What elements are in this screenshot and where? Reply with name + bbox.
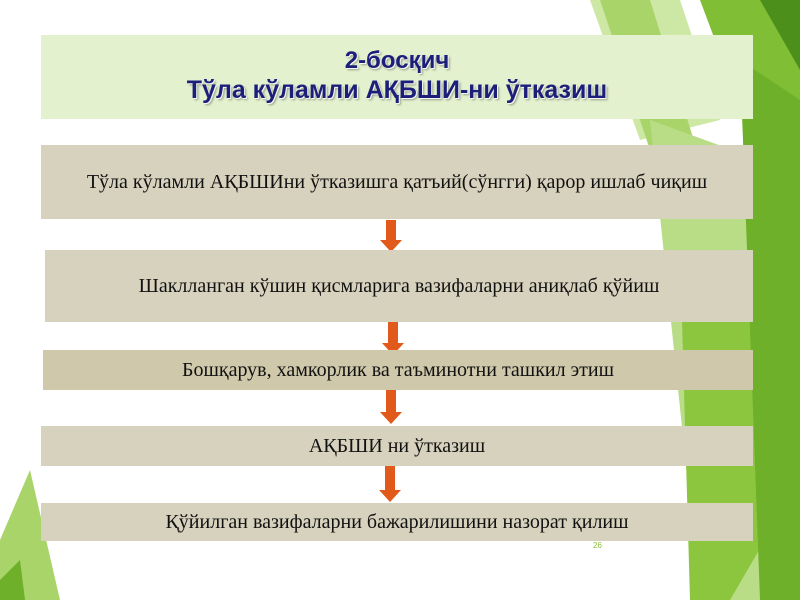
- arrow-1-icon: [380, 220, 402, 252]
- arrow-4-icon: [379, 466, 401, 502]
- step-1-box: Тўла кўламли АҚБШИни ўтказишга қатъий(сў…: [41, 145, 753, 219]
- step-3-text: Бошқарув, хамкорлик ва таъминотни ташкил…: [181, 358, 615, 381]
- step-4-text: АҚБШИ ни ўтказиш: [308, 434, 486, 457]
- stage-title-box: 2-босқич Тўла кўламли АҚБШИ-ни ўтказиш: [41, 35, 753, 119]
- step-2-text: Шаклланган кўшин қисмларига вазифаларни …: [138, 274, 660, 297]
- step-4-box: АҚБШИ ни ўтказиш: [41, 426, 753, 466]
- step-5-text: Қўйилган вазифаларни бажарилишини назора…: [165, 510, 629, 533]
- slide-number: 26: [593, 541, 602, 550]
- stage-title: 2-босқич: [344, 47, 450, 74]
- step-3-box: Бошқарув, хамкорлик ва таъминотни ташкил…: [43, 350, 753, 390]
- stage-subtitle: Тўла кўламли АҚБШИ-ни ўтказиш: [186, 76, 608, 104]
- step-1-text: Тўла кўламли АҚБШИни ўтказишга қатъий(сў…: [86, 170, 708, 193]
- step-2-box: Шаклланган кўшин қисмларига вазифаларни …: [45, 250, 753, 322]
- arrow-3-icon: [380, 390, 402, 424]
- step-5-box: Қўйилган вазифаларни бажарилишини назора…: [41, 503, 753, 541]
